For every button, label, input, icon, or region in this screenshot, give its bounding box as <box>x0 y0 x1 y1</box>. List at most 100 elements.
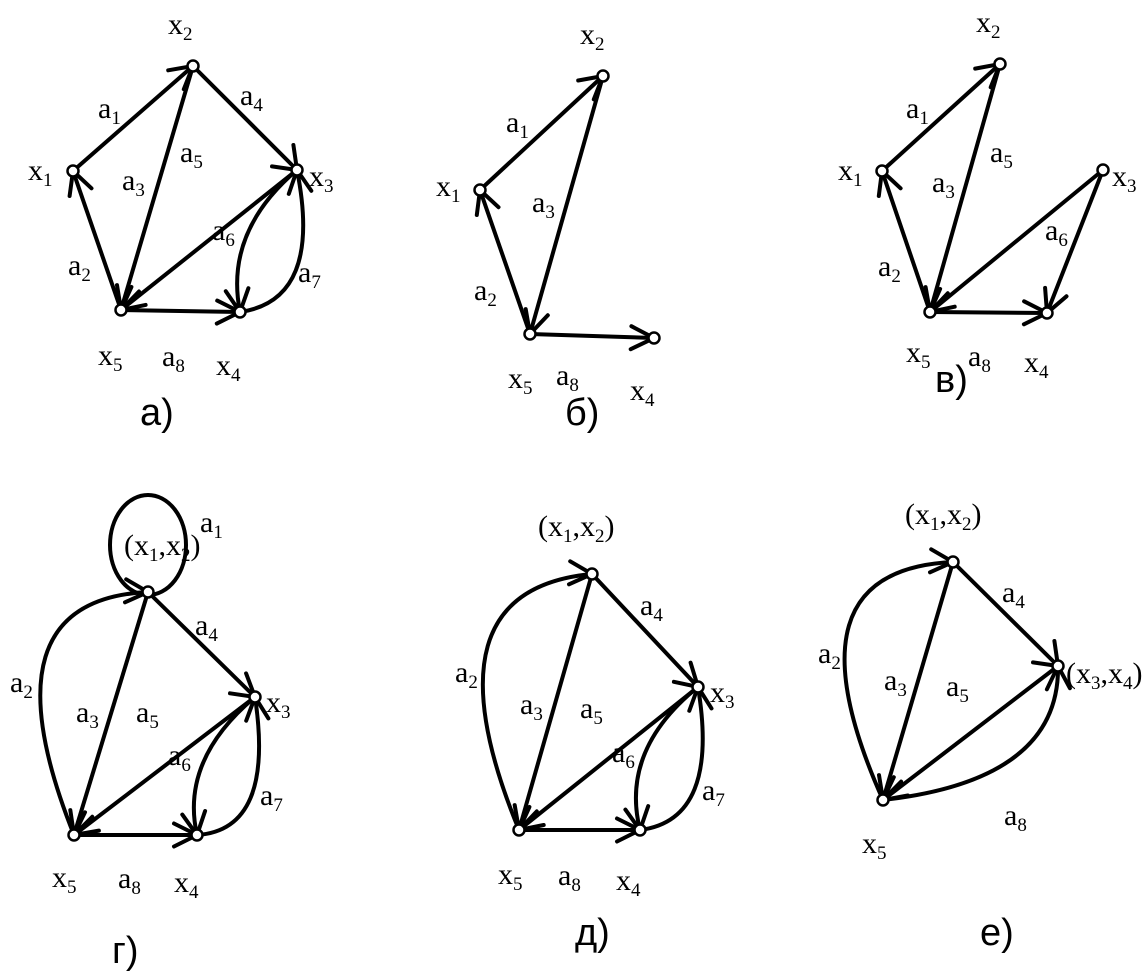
node-label-x3: x3 <box>1112 160 1137 197</box>
node-x4 <box>1040 306 1054 320</box>
node-x2 <box>186 59 200 73</box>
node-label-x4: x4 <box>1024 346 1049 383</box>
edge-g8 <box>74 821 202 849</box>
node-label-x1x2: (x1,x2) <box>905 498 982 535</box>
panel-a: x2 x1 x3 x4 x5 a1 a2 a3 a4 a5 a6 a7 a8 а… <box>28 8 334 434</box>
edge-label-a7: a7 <box>702 774 725 811</box>
node-x5 <box>876 793 890 807</box>
node-label-x4: x4 <box>174 866 199 903</box>
edge-g4 <box>146 590 259 700</box>
edge-a8 <box>120 298 245 326</box>
edge-a1 <box>71 63 197 173</box>
edge-label-a3: a3 <box>76 696 99 733</box>
node-label-x3: x3 <box>309 160 334 197</box>
node-x1 <box>875 164 889 178</box>
node-label-x5: x5 <box>52 861 77 898</box>
node-x3 <box>248 690 262 704</box>
edge-d2 <box>480 559 597 831</box>
panel-caption-g: г) <box>112 930 139 972</box>
edge-d8 <box>519 816 645 844</box>
node-x5 <box>114 303 128 317</box>
node-x1x2 <box>141 585 155 599</box>
node-label-x1: x1 <box>436 170 461 207</box>
panel-caption-a: а) <box>140 392 174 434</box>
node-label-x4: x4 <box>616 864 641 901</box>
edge-label-a8: a8 <box>162 340 185 377</box>
node-x5 <box>523 327 537 341</box>
node-x3x4 <box>1051 659 1065 673</box>
node-x4 <box>647 331 661 345</box>
node-x2 <box>596 69 610 83</box>
node-label-x1x2: (x1,x2) <box>124 529 201 566</box>
node-x1 <box>473 183 487 197</box>
edge-label-a5: a5 <box>136 696 159 733</box>
node-x1x2 <box>585 567 599 581</box>
node-x5 <box>67 828 81 842</box>
node-label-x5: x5 <box>862 827 887 864</box>
edge-b8 <box>529 324 659 352</box>
edge-label-a7: a7 <box>298 256 321 293</box>
panel-v: x2 x1 x3 x4 x5 a1 a2 a3 a5 a6 a8 в) <box>838 6 1137 401</box>
node-label-x4: x4 <box>630 374 655 411</box>
edge-label-a1: a1 <box>906 92 929 129</box>
edge-e2 <box>842 547 958 801</box>
edge-a2 <box>67 166 123 311</box>
edge-label-a8: a8 <box>118 862 141 899</box>
node-x5 <box>512 823 526 837</box>
edge-label-a6: a6 <box>612 736 635 773</box>
node-label-x3x4: (x3,x4) <box>1066 657 1143 694</box>
edge-label-a2: a2 <box>455 656 478 693</box>
node-label-x1: x1 <box>28 154 53 191</box>
panel-caption-v: в) <box>935 359 968 401</box>
edge-label-a2: a2 <box>474 274 497 311</box>
edge-label-a1: a1 <box>98 92 121 129</box>
node-x5 <box>923 305 937 319</box>
node-x4 <box>233 305 247 319</box>
edge-d6 <box>623 685 700 835</box>
panel-d: (x1,x2) x3 x4 x5 a2 a3 a4 a5 a6 a7 a8 д) <box>455 510 735 954</box>
node-x1x2 <box>946 555 960 569</box>
edge-label-a3: a3 <box>884 664 907 701</box>
node-label-x1x2: (x1,x2) <box>538 510 615 547</box>
node-label-x2: x2 <box>580 18 605 55</box>
node-x3 <box>290 163 304 177</box>
edge-label-a3: a3 <box>520 688 543 725</box>
node-label-x4: x4 <box>216 349 241 386</box>
edge-label-a8: a8 <box>558 859 581 896</box>
panel-caption-e: е) <box>980 912 1014 954</box>
edge-label-a5: a5 <box>946 670 969 707</box>
edge-v8 <box>929 299 1052 327</box>
panel-e: (x1,x2) (x3,x4) x5 a2 a3 a4 a5 a8 е) <box>818 498 1143 954</box>
node-label-x5: x5 <box>498 858 523 895</box>
edge-label-a4: a4 <box>1002 576 1025 613</box>
edge-b1 <box>478 73 607 192</box>
edge-label-a2: a2 <box>68 249 91 286</box>
edge-d5 <box>515 685 700 833</box>
node-x4 <box>633 823 647 837</box>
edge-g2 <box>38 577 153 836</box>
edge-label-a8: a8 <box>556 359 579 396</box>
edge-label-a5: a5 <box>580 692 603 729</box>
node-label-x5: x5 <box>906 336 931 373</box>
edge-label-a6: a6 <box>168 739 191 776</box>
edge-label-a3: a3 <box>932 166 955 203</box>
node-x4 <box>190 828 204 842</box>
node-label-x5: x5 <box>508 362 533 399</box>
edge-label-a2: a2 <box>818 637 841 674</box>
edge-label-a5: a5 <box>180 136 203 173</box>
edge-g6 <box>180 695 257 840</box>
edge-label-a8: a8 <box>968 340 991 377</box>
node-label-x1: x1 <box>838 154 863 191</box>
edge-label-a2: a2 <box>10 666 33 703</box>
edge-v2 <box>876 166 932 313</box>
edge-label-a3: a3 <box>122 164 145 201</box>
panel-caption-d: д) <box>575 912 610 954</box>
node-x3 <box>1096 163 1110 177</box>
panel-b: x2 x1 x4 x5 a1 a2 a3 a8 б) <box>436 18 661 434</box>
node-label-x3: x3 <box>266 686 291 723</box>
edge-label-a1: a1 <box>506 106 529 143</box>
edge-b2 <box>474 185 532 335</box>
node-label-x3: x3 <box>710 676 735 713</box>
edge-a5 <box>117 168 299 313</box>
edge-label-a5: a5 <box>990 136 1013 173</box>
